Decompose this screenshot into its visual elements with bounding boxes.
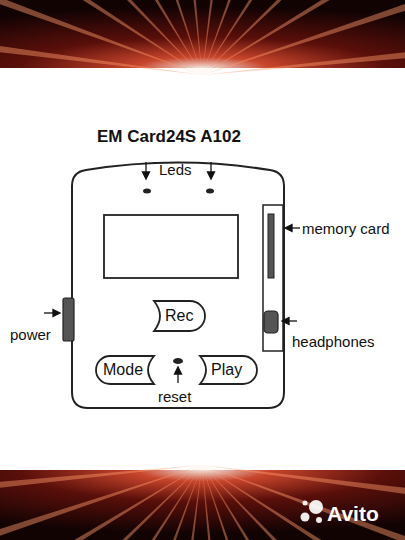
reset-hole (173, 358, 183, 364)
reset-arrow (175, 367, 182, 383)
callout-label: reset (158, 388, 191, 405)
button-outline (200, 356, 257, 384)
watermark: Avito (327, 502, 379, 526)
watermark-logo (301, 500, 324, 523)
light-ray (202, 465, 405, 540)
light-ray (202, 465, 405, 540)
card-slot (263, 205, 283, 351)
button-outline (154, 301, 205, 331)
memory-card (268, 214, 274, 278)
light-ray (0, 0, 202, 75)
light-ray (202, 465, 341, 540)
led (143, 189, 151, 194)
light-ray (0, 0, 202, 75)
light-ray (142, 465, 202, 540)
button-label: Play (211, 360, 250, 380)
light-ray (0, 0, 202, 75)
button-shape: Rec (150, 300, 206, 332)
callout-label: headphones (292, 333, 375, 350)
light-ray (63, 0, 202, 75)
callout-label: Leds (159, 161, 192, 178)
button-shape: Mode (95, 355, 158, 385)
light-ray (155, 0, 202, 75)
button-outline (96, 356, 154, 384)
callout-label: memory card (302, 218, 390, 240)
light-ray (202, 465, 405, 540)
light-ray (0, 465, 202, 512)
led-arrows (143, 162, 215, 179)
led (206, 189, 214, 194)
device-title: EM Card24S A102 (97, 127, 241, 147)
light-ray (202, 465, 405, 540)
callout-label: power (10, 326, 51, 343)
light-ray (202, 0, 262, 75)
button-label: Rec (165, 306, 198, 326)
device-housing (72, 163, 284, 409)
button-label: Mode (103, 360, 143, 380)
display-screen (104, 215, 238, 278)
light-ray (202, 28, 405, 75)
power-button (63, 298, 74, 341)
headphone-jack (264, 311, 278, 333)
button-shape: Play (196, 355, 258, 385)
light-ray (202, 465, 249, 540)
